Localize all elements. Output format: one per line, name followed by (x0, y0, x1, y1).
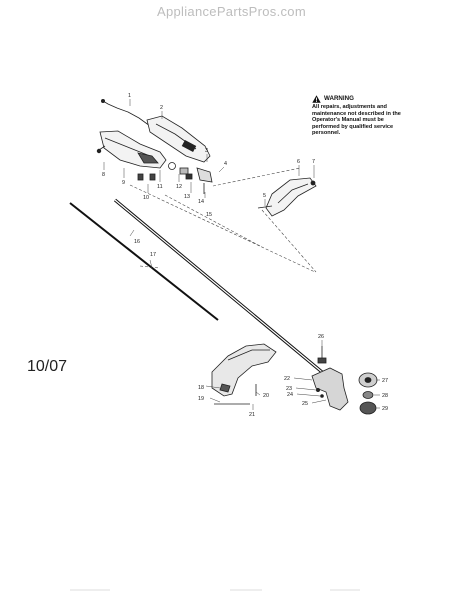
callout-10: 10 (143, 195, 149, 201)
trigger-lock (137, 152, 159, 164)
warning-title: WARNING (324, 94, 354, 102)
callout-12: 12 (176, 184, 182, 190)
callout-16: 16 (134, 239, 140, 245)
clamp-26 (317, 357, 327, 364)
callout-8: 8 (102, 172, 105, 178)
callout-20: 20 (263, 393, 269, 399)
assist-handle (265, 177, 317, 217)
callout-4: 4 (224, 161, 227, 167)
callout-27: 27 (382, 378, 388, 384)
callout-14: 14 (198, 199, 204, 205)
callout-28: 28 (382, 393, 388, 399)
callout-6: 6 (297, 159, 300, 165)
warning-body: All repairs, adjustments and maintenance… (312, 104, 401, 137)
alignment-line-4 (164, 194, 261, 247)
callout-3: 3 (205, 148, 208, 154)
bracket-14 (196, 167, 213, 183)
callout-22: 22 (284, 376, 290, 382)
ring-11 (168, 162, 176, 170)
nut-13 (185, 173, 193, 180)
callout-11: 11 (157, 184, 163, 190)
guard-rim (227, 349, 270, 361)
warning-box: WARNING All repairs, adjustments and mai… (312, 95, 404, 137)
callout-25: 25 (302, 401, 308, 407)
nut-29 (359, 401, 377, 415)
debris-guard (211, 343, 277, 397)
callout-9: 9 (122, 180, 125, 186)
alignment-line-1 (129, 184, 316, 273)
guard-clip-18 (219, 383, 231, 393)
callout-23: 23 (286, 386, 292, 392)
callout-15: 15 (206, 212, 212, 218)
callout-2: 2 (160, 105, 163, 111)
callout-18: 18 (198, 385, 204, 391)
knob-7 (310, 180, 316, 186)
date-code: 10/07 (27, 358, 68, 375)
gearbox-22 (311, 367, 349, 411)
callout-13: 13 (184, 194, 190, 200)
callout-5: 5 (263, 193, 266, 199)
cable-end (101, 99, 106, 104)
callout-19: 19 (198, 396, 204, 402)
callout-17: 17 (150, 252, 156, 258)
washer-28 (362, 391, 374, 399)
washer-24 (320, 394, 324, 398)
assist-handle-ridge (277, 183, 309, 204)
bolt-23 (315, 387, 320, 392)
nut-10 (137, 173, 144, 181)
watermark: AppliancePartsPros.com (157, 4, 306, 19)
clamp-12 (179, 167, 189, 175)
callout-21: 21 (249, 412, 255, 418)
screw-5 (257, 205, 273, 209)
lower-housing-ridge (104, 137, 151, 157)
screw-head (96, 148, 102, 154)
callout-29: 29 (382, 406, 388, 412)
adapter-hub (364, 377, 372, 383)
nut-10b (149, 173, 156, 181)
throttle-trigger (181, 139, 197, 153)
flex-shaft (69, 202, 219, 321)
callout-24: 24 (287, 392, 293, 398)
callout-26: 26 (318, 334, 324, 340)
alignment-line-3 (261, 209, 317, 273)
callout-1: 1 (128, 93, 131, 99)
drive-shaft-highlight (114, 199, 323, 373)
warning-icon (312, 95, 321, 103)
callout-7: 7 (312, 159, 315, 165)
